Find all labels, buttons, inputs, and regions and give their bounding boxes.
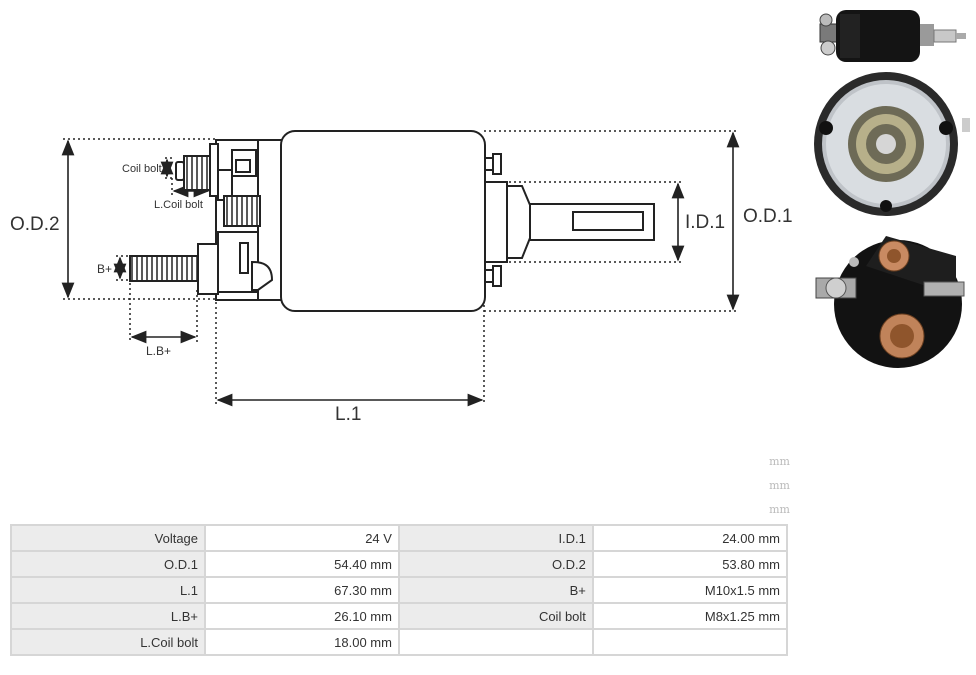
- product-photo-terminals: [815, 236, 965, 368]
- spec-value: 18.00 mm: [204, 628, 400, 656]
- faded-unit: mm: [769, 503, 790, 516]
- spec-value: M10x1.5 mm: [591, 576, 789, 604]
- spec-value: 54.40 mm: [204, 550, 400, 578]
- od2-label: O.D.2: [10, 214, 60, 235]
- spec-empty: [397, 628, 594, 656]
- l-b-plus-label: L.B+: [146, 344, 171, 358]
- faded-unit: mm: [769, 479, 790, 492]
- solenoid-body: [129, 130, 655, 312]
- dimension-labels: O.D.2 O.D.1 I.D.1 L.1 Coil bolt L.Coil b…: [10, 163, 793, 425]
- l-coil-bolt-label: L.Coil bolt: [154, 199, 203, 211]
- spec-key: L.Coil bolt: [9, 628, 207, 656]
- faded-unit: mm: [769, 455, 790, 468]
- spec-key: O.D.1: [9, 550, 207, 578]
- spec-key: L.B+: [9, 602, 207, 630]
- spec-value: 24.00 mm: [591, 524, 789, 552]
- solenoid-dimension-drawing: O.D.2 O.D.1 I.D.1 L.1 Coil bolt L.Coil b…: [10, 130, 793, 425]
- table-row: L.Coil bolt 18.00 mm: [9, 628, 789, 656]
- table-row: L.B+ 26.10 mm Coil bolt M8x1.25 mm: [9, 602, 789, 630]
- spec-value: 26.10 mm: [204, 602, 400, 630]
- spec-value: 24 V: [204, 524, 400, 552]
- spec-key: O.D.2: [397, 550, 594, 578]
- spec-key: I.D.1: [397, 524, 594, 552]
- product-photo-side: [819, 10, 966, 62]
- spec-key: L.1: [9, 576, 207, 604]
- spec-value: M8x1.25 mm: [591, 602, 789, 630]
- table-row: Voltage 24 V I.D.1 24.00 mm: [9, 524, 789, 552]
- table-row: O.D.1 54.40 mm O.D.2 53.80 mm: [9, 550, 789, 578]
- spec-value: 67.30 mm: [204, 576, 400, 604]
- coil-bolt-label: Coil bolt: [122, 163, 162, 175]
- l1-label: L.1: [335, 404, 361, 425]
- faded-units-column: mm mm mm: [700, 450, 790, 522]
- table-row: L.1 67.30 mm B+ M10x1.5 mm: [9, 576, 789, 604]
- od1-label: O.D.1: [743, 206, 793, 227]
- spec-key: Coil bolt: [397, 602, 594, 630]
- b-plus-label: B+: [97, 262, 112, 276]
- spec-value: 53.80 mm: [591, 550, 789, 578]
- spec-key: Voltage: [9, 524, 207, 552]
- product-photo-front: [814, 72, 970, 216]
- id1-label: I.D.1: [685, 212, 725, 233]
- spec-table: Voltage 24 V I.D.1 24.00 mm O.D.1 54.40 …: [9, 524, 789, 656]
- spec-empty: [591, 628, 789, 656]
- extension-lines: [63, 130, 738, 404]
- spec-key: B+: [397, 576, 594, 604]
